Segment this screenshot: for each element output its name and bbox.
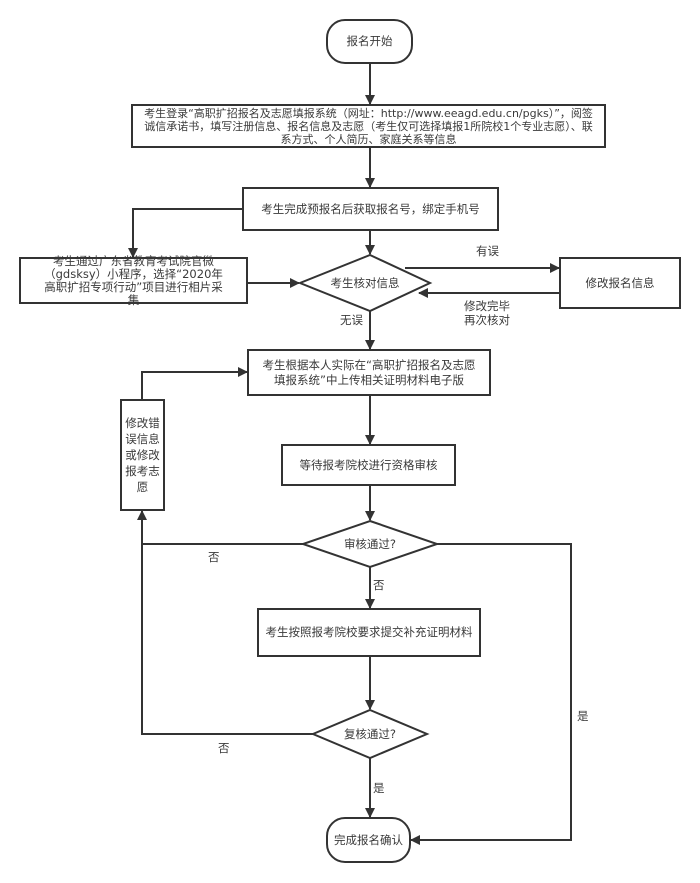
modify-info-node: 修改报名信息 bbox=[585, 275, 655, 290]
review-pass-decision: 审核通过? bbox=[343, 536, 397, 551]
label-review-no-down: 否 bbox=[373, 578, 385, 592]
upload-box-shape bbox=[247, 349, 491, 396]
verify-info-decision: 考生核对信息 bbox=[330, 275, 400, 290]
wait-review-node: 等待报考院校进行资格审核 bbox=[299, 457, 438, 472]
wait-review-box-shape bbox=[281, 444, 456, 486]
edge-fix-to-upload bbox=[141, 367, 248, 400]
label-review-no-left: 否 bbox=[208, 550, 220, 564]
label-recheck-yes: 是 bbox=[373, 781, 385, 795]
end-node: 完成报名确认 bbox=[334, 832, 403, 847]
get-number-box-shape bbox=[242, 187, 499, 231]
modify-info-box-shape bbox=[559, 257, 681, 309]
edge-review-no-to-fix bbox=[137, 510, 303, 545]
label-review-yes: 是 bbox=[577, 709, 589, 723]
label-modified-recheck: 修改完毕 再次核对 bbox=[464, 299, 510, 327]
label-recheck-no: 否 bbox=[218, 741, 230, 755]
get-number-node: 考生完成预报名后获取报名号，绑定手机号 bbox=[261, 201, 480, 216]
start-node: 报名开始 bbox=[346, 34, 393, 48]
fix-errors-node: 修改错误信息或修改报考志愿 bbox=[125, 416, 160, 494]
edge-review-yes-to-end bbox=[410, 543, 572, 845]
edge-recheck-no-to-fix bbox=[141, 544, 313, 735]
upload-node: 考生根据本人实际在“高职扩招报名及志愿填报系统”中上传相关证明材料电子版 bbox=[262, 357, 476, 387]
login-node: 考生登录“高职扩招报名及志愿填报系统（网址：http://www.eeagd.e… bbox=[144, 106, 593, 146]
label-no-error: 无误 bbox=[340, 313, 363, 327]
label-has-error: 有误 bbox=[476, 244, 499, 258]
login-box-shape bbox=[131, 104, 606, 148]
recheck-pass-decision: 复核通过? bbox=[343, 726, 397, 741]
photo-box-shape bbox=[19, 257, 248, 304]
photo-node: 考生通过广东省教育考试院官微（gdsksy）小程序，选择“2020年高职扩招专项… bbox=[44, 253, 223, 307]
supplement-node: 考生按照报考院校要求提交补充证明材料 bbox=[265, 625, 473, 639]
supplement-box-shape bbox=[257, 608, 481, 657]
edge-get-number-to-photo bbox=[128, 208, 243, 258]
